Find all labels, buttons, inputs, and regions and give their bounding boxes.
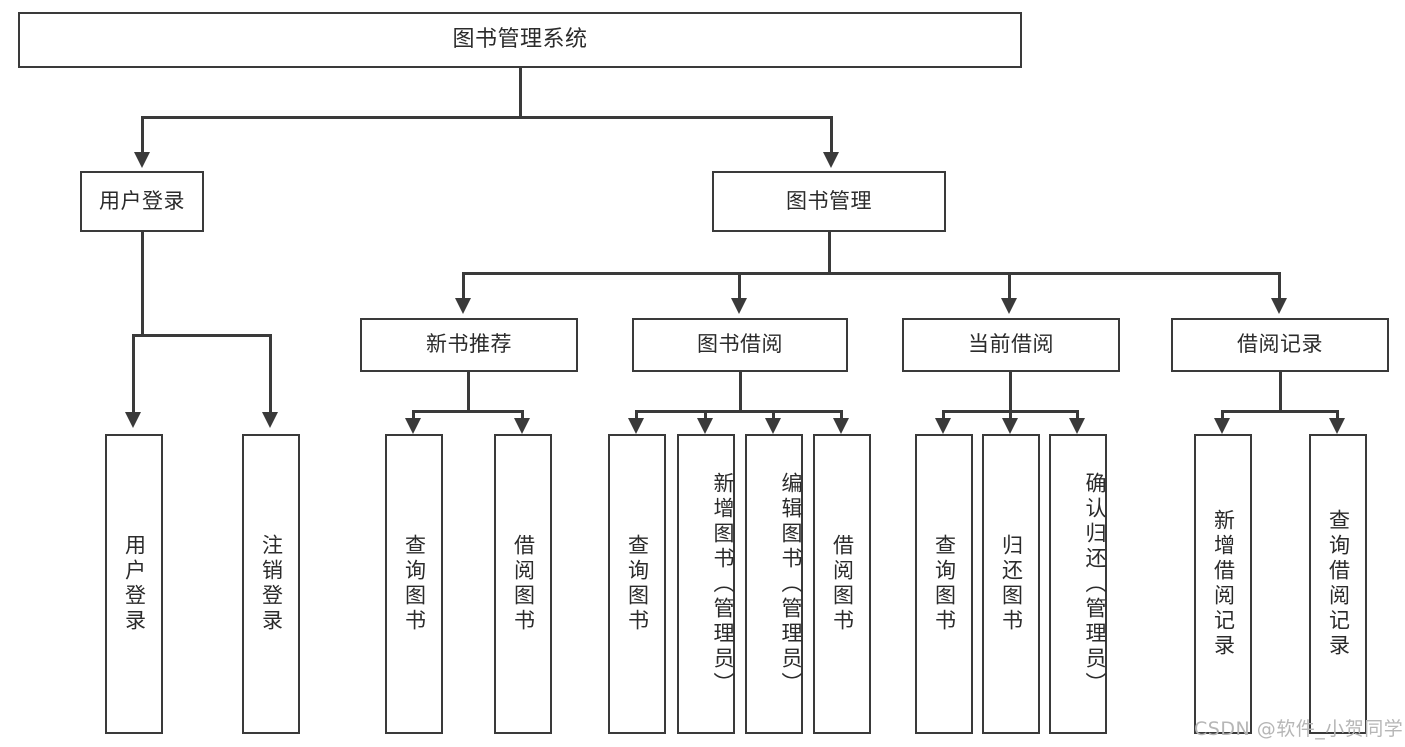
arrow-book-manage xyxy=(823,152,839,168)
edge-drop-cb-return xyxy=(1009,410,1012,420)
arrow-current-borrow xyxy=(1001,298,1017,314)
edge-drop-nb-borrow xyxy=(521,410,524,420)
node-label: 查询图书 xyxy=(402,534,427,634)
node-label: 注销登录 xyxy=(259,534,284,634)
edge-drop-cb-query xyxy=(942,410,945,420)
arrow-new-book xyxy=(455,298,471,314)
arrow-br-add xyxy=(1214,418,1230,434)
edge-user-login-stem xyxy=(141,232,144,336)
leaf-nb-query-book[interactable]: 查询图书 xyxy=(385,434,443,734)
arrow-nb-borrow xyxy=(514,418,530,434)
arrow-bb-add xyxy=(697,418,713,434)
edge-level3-bus xyxy=(463,272,1281,275)
edge-drop-nb-query xyxy=(412,410,415,420)
arrow-leaf-logout xyxy=(262,412,278,428)
node-label: 借阅记录 xyxy=(1237,332,1323,357)
node-borrow-record[interactable]: 借阅记录 xyxy=(1171,318,1389,372)
node-label: 查询借阅记录 xyxy=(1326,509,1351,659)
node-label: 图书管理系统 xyxy=(452,26,588,52)
arrow-leaf-user-login xyxy=(125,412,141,428)
edge-book-borrow-stem xyxy=(739,372,742,412)
node-label: 图书借阅 xyxy=(697,332,783,357)
csdn-watermark: CSDN @软件_小贺同学 xyxy=(1194,718,1404,740)
edge-root-stem xyxy=(519,68,522,118)
edge-drop-current-borrow xyxy=(1008,272,1011,300)
node-label: 查询图书 xyxy=(932,534,957,634)
arrow-user-login xyxy=(134,152,150,168)
edge-drop-new-book xyxy=(462,272,465,300)
arrow-cb-confirm xyxy=(1069,418,1085,434)
edge-drop-br-query xyxy=(1336,410,1339,420)
node-label: 图书管理 xyxy=(786,188,872,213)
edge-drop-borrow-record xyxy=(1278,272,1281,300)
arrow-bb-borrow xyxy=(833,418,849,434)
arrow-borrow-record xyxy=(1271,298,1287,314)
arrow-nb-query xyxy=(405,418,421,434)
leaf-bb-borrow-book[interactable]: 借阅图书 xyxy=(813,434,871,734)
leaf-bb-edit-book[interactable]: 编辑图书（管理员） xyxy=(745,434,803,734)
leaf-cb-confirm-return[interactable]: 确认归还（管理员） xyxy=(1049,434,1107,734)
node-current-borrow[interactable]: 当前借阅 xyxy=(902,318,1120,372)
node-book-manage[interactable]: 图书管理 xyxy=(712,171,946,232)
edge-drop-leaf-logout xyxy=(269,334,272,414)
edge-new-book-bus xyxy=(413,410,523,413)
leaf-nb-borrow-book[interactable]: 借阅图书 xyxy=(494,434,552,734)
leaf-cb-query-book[interactable]: 查询图书 xyxy=(915,434,973,734)
edge-borrow-record-stem xyxy=(1279,372,1282,412)
node-label: 新增图书（管理员） xyxy=(711,471,735,697)
edge-drop-book-borrow xyxy=(738,272,741,300)
edge-drop-bb-edit xyxy=(772,410,775,420)
edge-user-login-bus xyxy=(133,334,272,337)
node-label: 确认归还（管理员） xyxy=(1083,471,1107,697)
edge-drop-user-login xyxy=(141,116,144,154)
node-label: 借阅图书 xyxy=(830,534,855,634)
edge-book-borrow-bus xyxy=(636,410,842,413)
edge-book-manage-stem xyxy=(828,232,831,274)
leaf-logout[interactable]: 注销登录 xyxy=(242,434,300,734)
node-label: 编辑图书（管理员） xyxy=(779,471,803,697)
arrow-cb-return xyxy=(1002,418,1018,434)
leaf-user-login[interactable]: 用户登录 xyxy=(105,434,163,734)
leaf-cb-return-book[interactable]: 归还图书 xyxy=(982,434,1040,734)
arrow-book-borrow xyxy=(731,298,747,314)
edge-current-borrow-stem xyxy=(1009,372,1012,412)
leaf-bb-query-book[interactable]: 查询图书 xyxy=(608,434,666,734)
edge-level2-bus xyxy=(142,116,832,119)
edge-drop-book-manage xyxy=(830,116,833,154)
node-root-system[interactable]: 图书管理系统 xyxy=(18,12,1022,68)
leaf-br-add-record[interactable]: 新增借阅记录 xyxy=(1194,434,1252,734)
node-label: 查询图书 xyxy=(625,534,650,634)
node-book-borrow[interactable]: 图书借阅 xyxy=(632,318,848,372)
edge-drop-cb-confirm xyxy=(1076,410,1079,420)
edge-drop-bb-query xyxy=(635,410,638,420)
edge-borrow-record-bus xyxy=(1222,410,1338,413)
node-label: 新增借阅记录 xyxy=(1211,509,1236,659)
edge-drop-leaf-user-login xyxy=(132,334,135,414)
edge-drop-bb-borrow xyxy=(840,410,843,420)
arrow-br-query xyxy=(1329,418,1345,434)
node-label: 用户登录 xyxy=(99,188,185,213)
arrow-bb-edit xyxy=(765,418,781,434)
node-label: 用户登录 xyxy=(122,534,147,634)
node-label: 借阅图书 xyxy=(511,534,536,634)
node-label: 归还图书 xyxy=(999,534,1024,634)
node-label: 新书推荐 xyxy=(426,332,512,357)
leaf-bb-add-book[interactable]: 新增图书（管理员） xyxy=(677,434,735,734)
leaf-br-query-record[interactable]: 查询借阅记录 xyxy=(1309,434,1367,734)
arrow-cb-query xyxy=(935,418,951,434)
node-new-book-recommend[interactable]: 新书推荐 xyxy=(360,318,578,372)
node-label: 当前借阅 xyxy=(968,332,1054,357)
edge-drop-br-add xyxy=(1221,410,1224,420)
arrow-bb-query xyxy=(628,418,644,434)
node-user-login[interactable]: 用户登录 xyxy=(80,171,204,232)
edge-new-book-stem xyxy=(467,372,470,412)
edge-drop-bb-add xyxy=(704,410,707,420)
